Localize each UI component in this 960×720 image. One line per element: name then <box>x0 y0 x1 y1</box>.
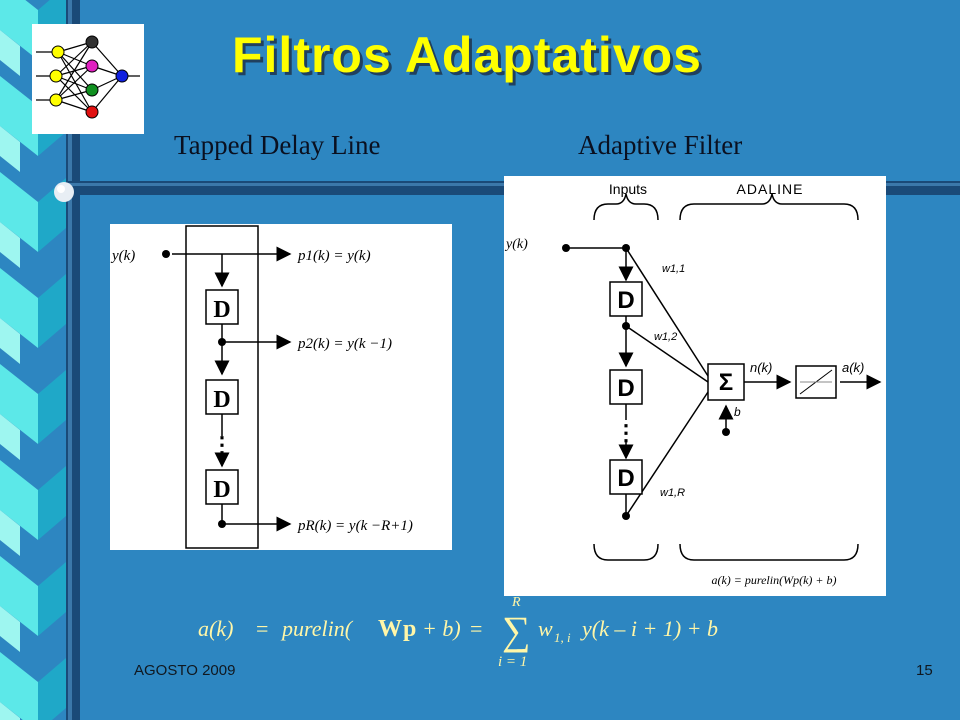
summation-icon: Σ <box>719 369 733 396</box>
net-input-label: n(k) <box>750 360 772 375</box>
ribbon-stripe <box>0 556 38 636</box>
ribbon-stripe <box>0 268 38 348</box>
bias-label: b <box>734 405 741 419</box>
formula-eq2: = <box>470 616 482 641</box>
adaline-delay-1: D <box>617 287 634 314</box>
ribbon-stripe <box>0 510 20 556</box>
ribbon-stripe <box>0 0 38 60</box>
ribbon-stripe <box>0 460 38 540</box>
ribbon-stripe <box>0 652 38 720</box>
caption-tapped-delay-line: Tapped Delay Line <box>174 130 381 160</box>
tapped-delay-line-diagram: y(k) D D ⋮ D p1(k) = y(k) p2(k) = y(k −1… <box>110 224 452 550</box>
neural-network-icon <box>36 35 140 119</box>
weight-w11: w1,1 <box>662 263 685 275</box>
ribbon-stripe <box>38 370 66 444</box>
page-number: 15 <box>916 662 933 679</box>
adaline-delay-2: D <box>617 375 634 402</box>
tdl-ellipsis: ⋮ <box>211 432 233 457</box>
ribbon-stripe <box>0 702 20 720</box>
tdl-delay-2: D <box>213 387 230 413</box>
formula-p: p <box>403 616 416 642</box>
slide-title: Filtros Adaptativos <box>232 27 702 83</box>
ribbon-stripe <box>0 318 20 364</box>
footer-date: AGOSTO 2009 <box>134 662 236 679</box>
formula-W: W <box>378 616 402 642</box>
bar-joint-knob <box>54 182 74 202</box>
ribbon-stripe <box>0 414 20 460</box>
formula-lower-limit: i = 1 <box>498 654 527 670</box>
formula-upper-limit: R <box>511 595 521 610</box>
tdl-output-3: pR(k) = y(k −R+1) <box>297 518 413 534</box>
ribbon-stripe <box>0 172 38 252</box>
tdl-delay-3: D <box>213 477 230 503</box>
adaline-input-label: y(k) <box>504 237 528 252</box>
ribbon-stripe <box>38 562 66 636</box>
formula-sigma: ∑ <box>502 608 531 653</box>
ribbon-stripe <box>0 222 20 268</box>
adaline-ellipsis: ⋮ <box>615 420 637 445</box>
output-label: a(k) <box>842 360 864 375</box>
weight-w12: w1,2 <box>654 331 677 343</box>
formula-w-subscript: 1, i <box>554 630 571 645</box>
adaline-delay-3: D <box>617 465 634 492</box>
ribbon-stripe <box>0 606 20 652</box>
ribbon-stripe <box>38 274 66 348</box>
adaline-caption: a(k) = purelin(Wp(k) + b) <box>711 573 836 587</box>
ribbon-stripe <box>0 76 38 156</box>
formula-lhs: a(k) <box>198 616 233 641</box>
adaptive-filter-diagram: Inputs ADALINE <box>504 176 886 596</box>
adaline-block-heading: ADALINE <box>737 181 804 197</box>
tdl-output-2: p2(k) = y(k −1) <box>297 336 392 352</box>
ribbon-stripe <box>38 466 66 540</box>
ribbon-stripe <box>0 126 20 172</box>
caption-adaptive-filter: Adaptive Filter <box>578 130 743 160</box>
logo <box>32 24 144 134</box>
formula-plus-b: + b) <box>422 616 461 641</box>
adaline-inputs-heading: Inputs <box>609 181 647 197</box>
purelin-formula: a(k) = purelin( W p + b) = R ∑ i = 1 w 1… <box>198 595 718 670</box>
tdl-output-1: p1(k) = y(k) <box>297 248 371 264</box>
formula-w: w <box>538 616 553 641</box>
formula-purelin: purelin( <box>280 616 354 641</box>
weight-w1R: w1,R <box>660 487 685 499</box>
formula-rest: y(k – i + 1) + b <box>580 616 718 641</box>
ribbon-stripe <box>38 658 66 720</box>
tdl-input-label: y(k) <box>110 248 135 264</box>
ribbon-stripe <box>0 364 38 444</box>
ribbon-stripe <box>0 30 20 76</box>
tdl-delay-1: D <box>213 297 230 323</box>
formula-eq1: = <box>256 616 268 641</box>
left-ribbon-decoration <box>0 0 66 720</box>
